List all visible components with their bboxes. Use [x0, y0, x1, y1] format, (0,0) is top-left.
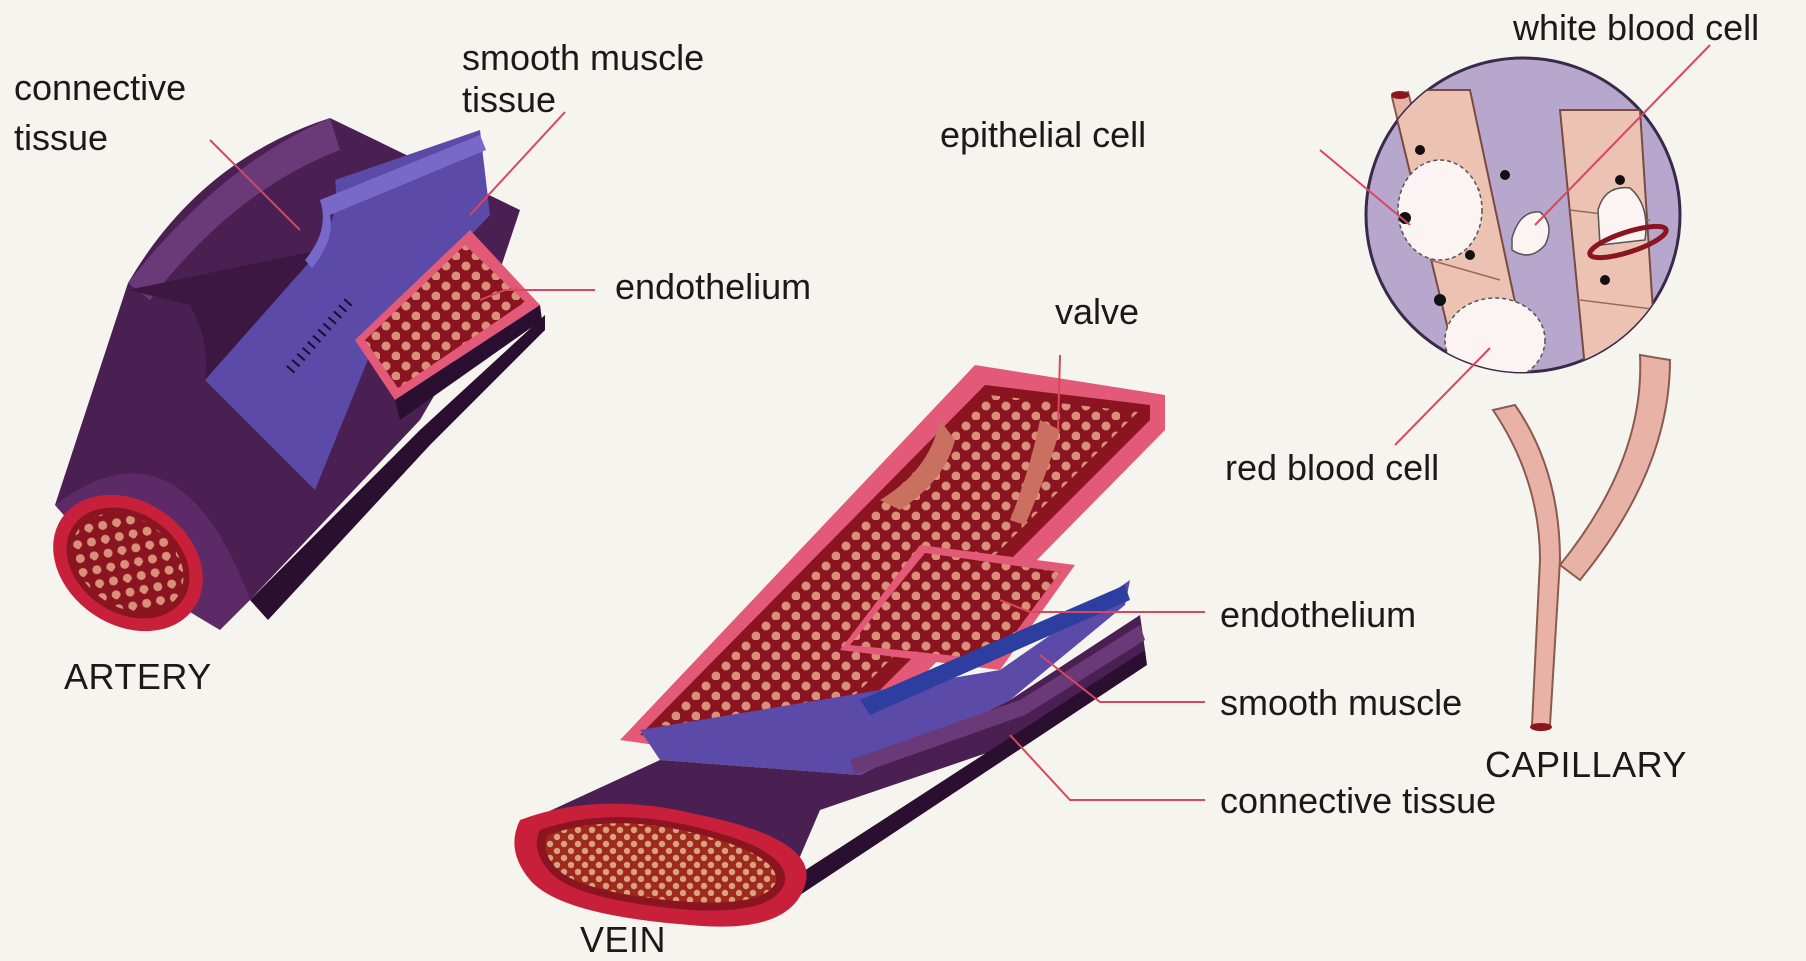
vein-illustration	[514, 365, 1165, 927]
title-capillary: CAPILLARY	[1485, 740, 1687, 790]
leader-red	[1395, 348, 1490, 445]
label-vein-valve: valve	[1055, 287, 1139, 337]
label-epithelial-cell: epithelial cell	[940, 110, 1146, 160]
title-vein: VEIN	[580, 920, 666, 960]
red-blood-cell	[1445, 298, 1545, 382]
label-artery-smooth-line2: tissue	[462, 75, 556, 125]
label-artery-endothelium: endothelium	[615, 262, 811, 312]
label-vein-smooth-muscle: smooth muscle	[1220, 678, 1462, 728]
label-vein-endothelium: endothelium	[1220, 590, 1416, 640]
title-artery: ARTERY	[64, 652, 212, 702]
label-red-blood-cell: red blood cell	[1225, 443, 1439, 493]
label-artery-connective-line2: tissue	[14, 113, 108, 163]
leader-artery-smooth	[470, 112, 565, 215]
label-artery-connective-line1: connective	[14, 63, 186, 113]
artery-illustration	[27, 118, 545, 659]
label-white-blood-cell: white blood cell	[1513, 3, 1759, 53]
leader-vein-connective	[1010, 735, 1205, 800]
label-vein-connective: connective tissue	[1220, 776, 1496, 826]
